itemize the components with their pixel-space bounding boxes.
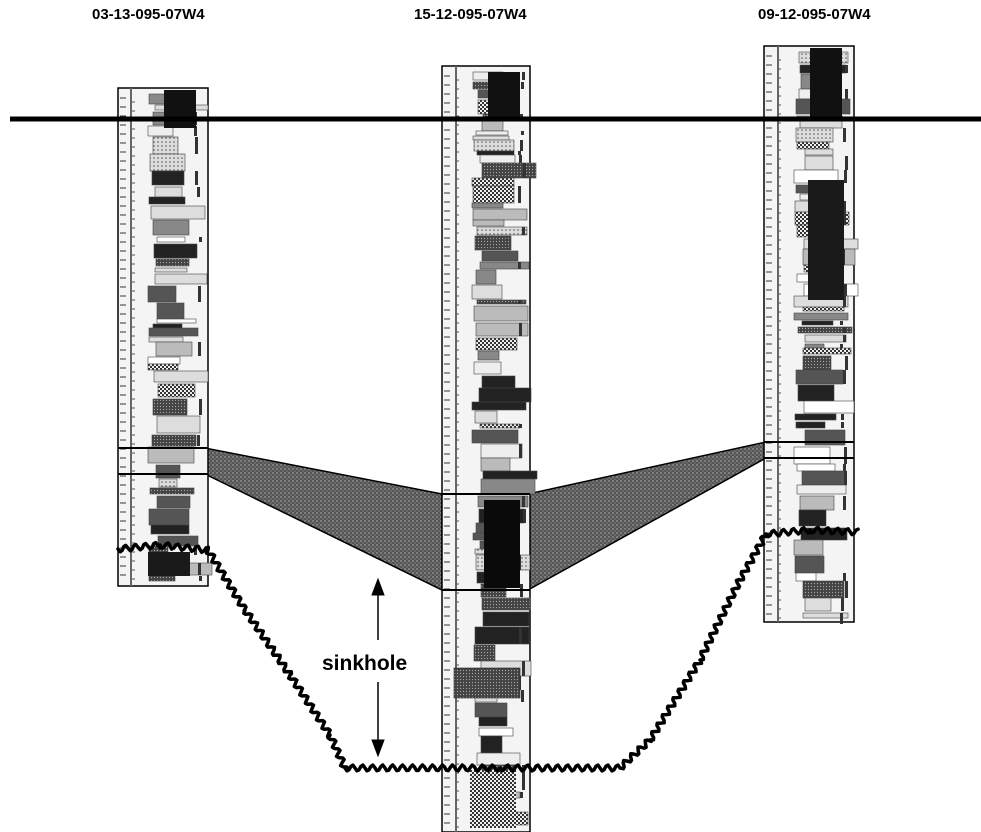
- sinkhole-label: sinkhole: [322, 652, 407, 676]
- correlation-wedge-right: [528, 442, 766, 590]
- correlation-wedge-left: [205, 448, 442, 590]
- log-textures: [120, 48, 858, 828]
